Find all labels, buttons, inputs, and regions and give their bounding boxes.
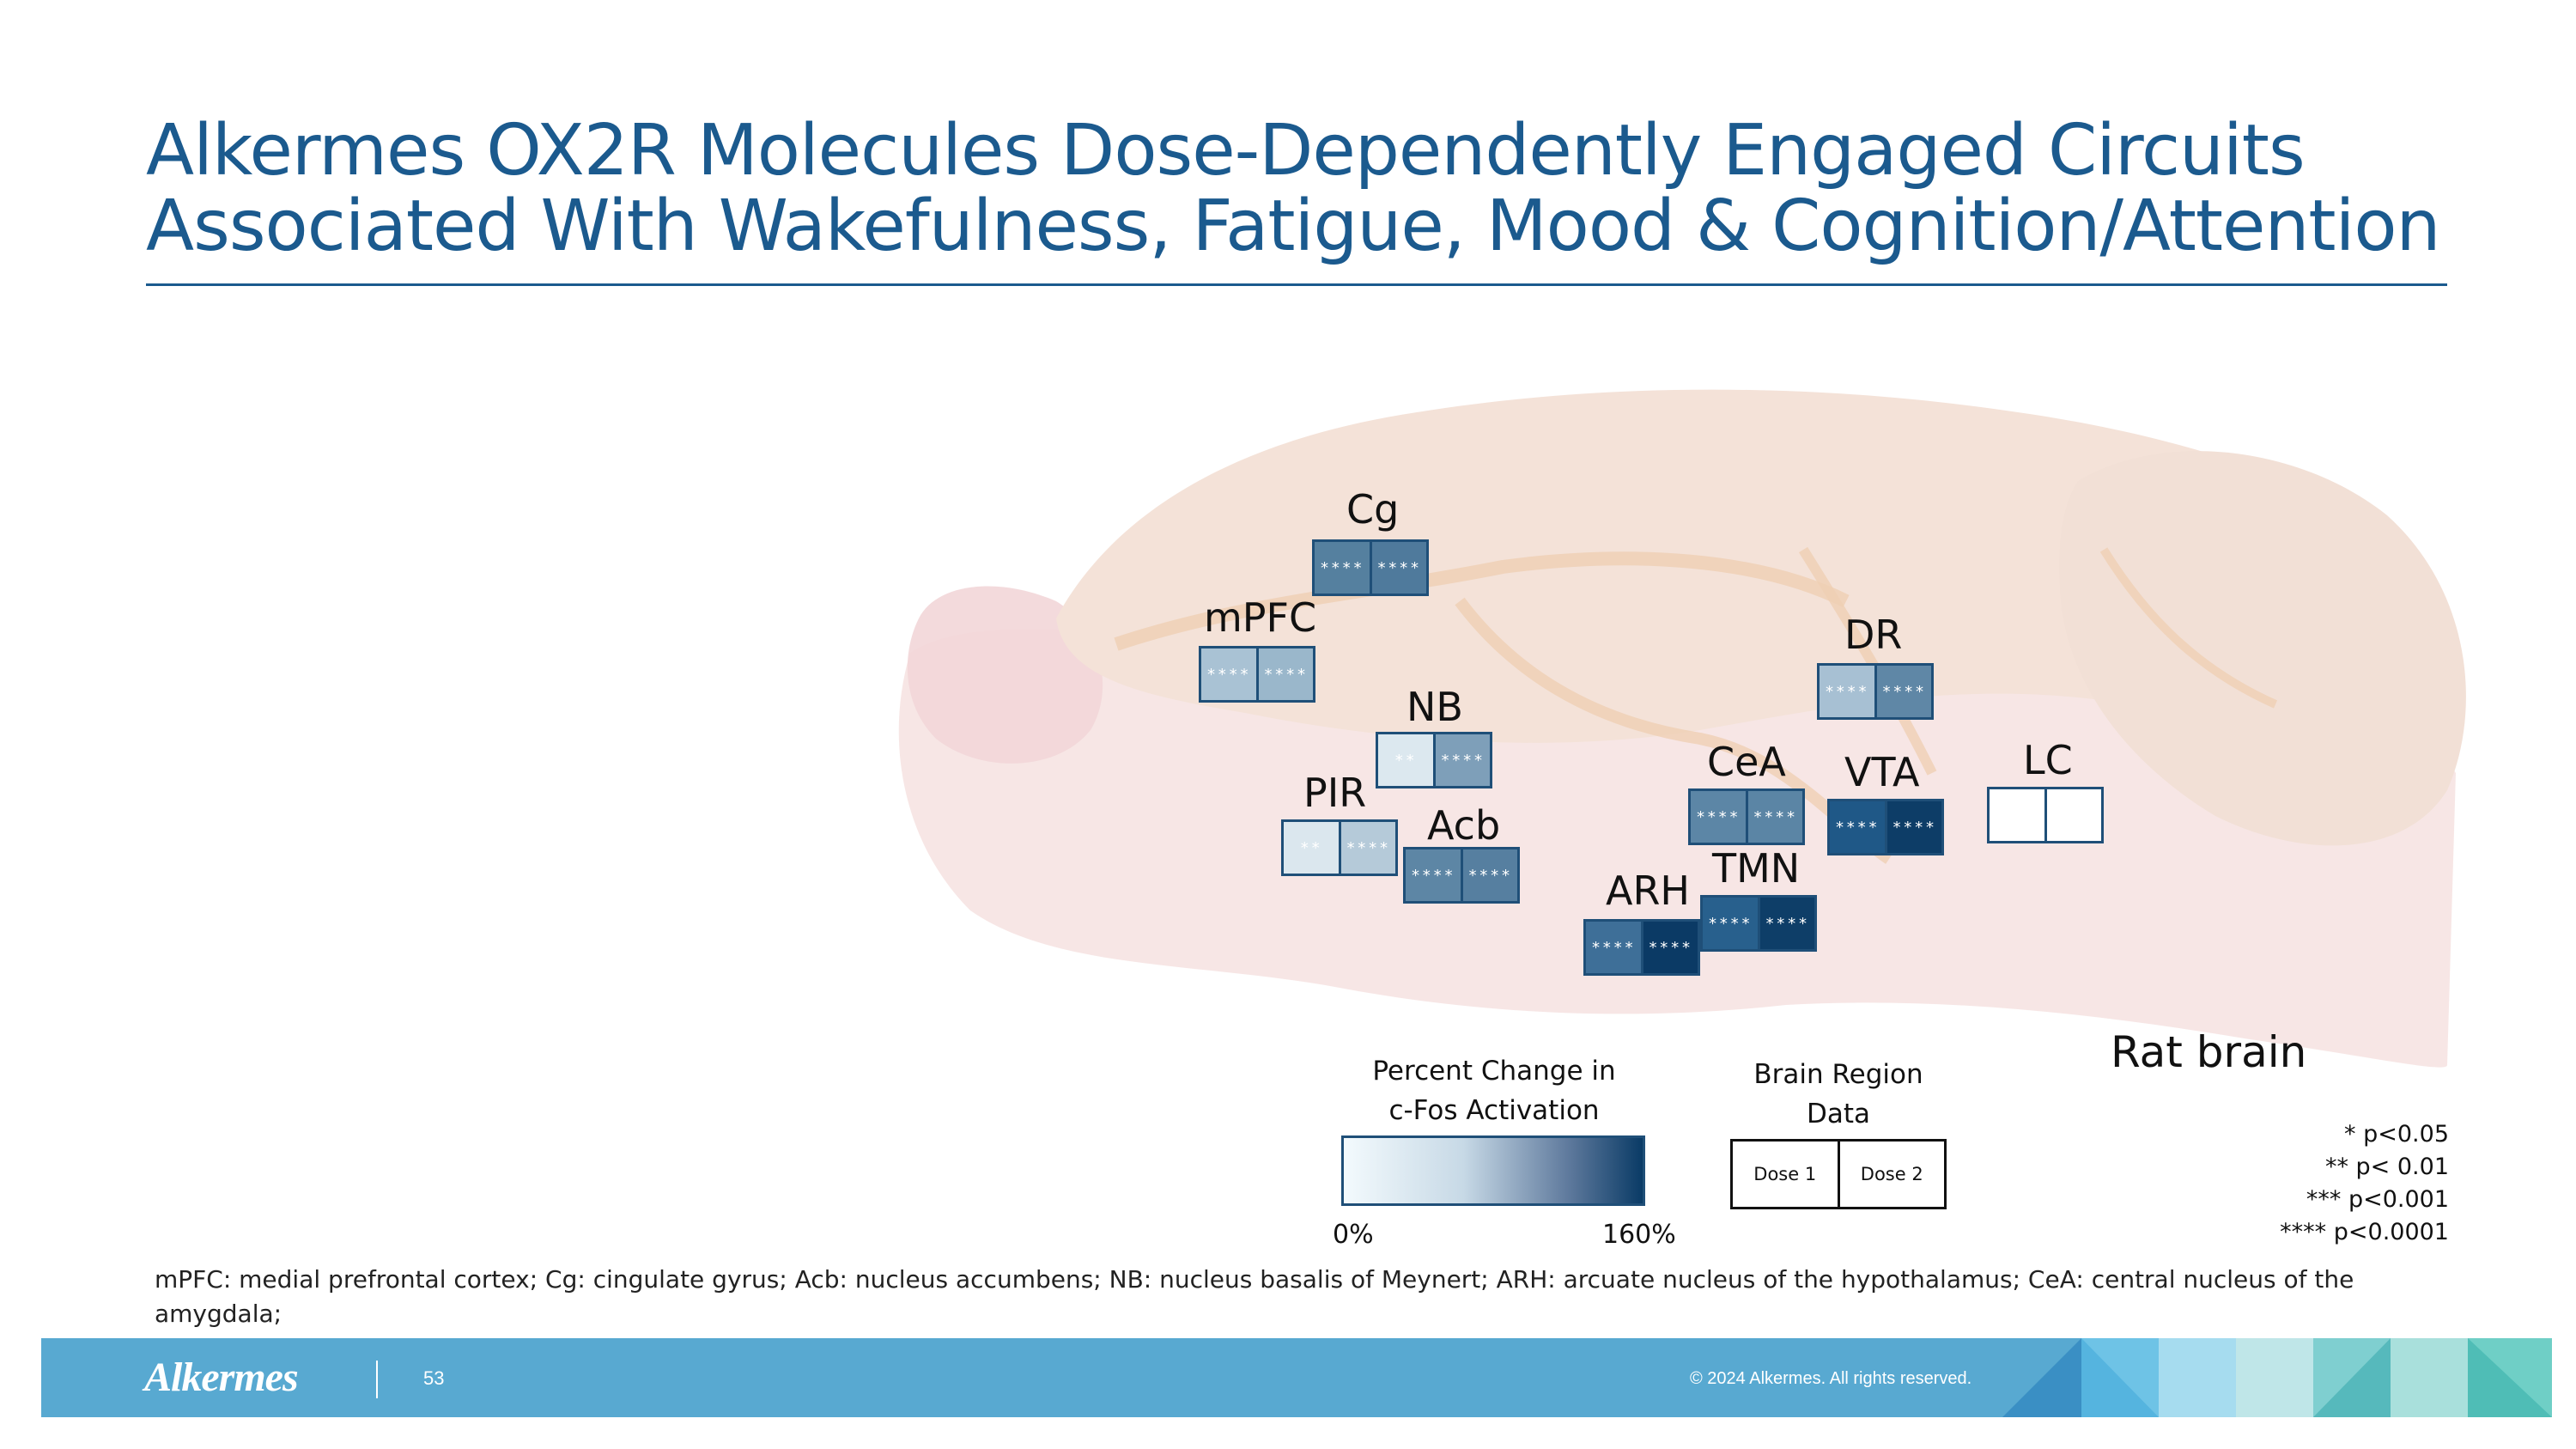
- lc-dose1-cell: [1990, 789, 2044, 841]
- significance-key: * p<0.05 ** p< 0.01 *** p<0.001 **** p<0…: [2280, 1118, 2449, 1249]
- vta-dose1-cell: ****: [1830, 801, 1885, 853]
- pir-dose1-cell: **: [1284, 822, 1339, 874]
- scale-min-label: 0%: [1333, 1220, 1374, 1250]
- sig-line-4: **** p<0.0001: [2280, 1219, 2449, 1245]
- region-box-arh: **** ****: [1583, 919, 1700, 976]
- nb-dose1-cell: **: [1378, 734, 1433, 786]
- lc-dose2-cell: [2044, 789, 2101, 841]
- rat-brain-label: Rat brain: [2111, 1027, 2307, 1077]
- dose-key-box: Dose 1 Dose 2: [1730, 1139, 1947, 1209]
- region-box-vta: **** ****: [1827, 799, 1944, 855]
- region-label-lc: LC: [2023, 737, 2073, 783]
- nb-dose2-cell: ****: [1432, 734, 1490, 786]
- title-underline: [146, 283, 2447, 286]
- region-label-nb: NB: [1406, 684, 1463, 730]
- cea-dose1-cell: ****: [1691, 791, 1746, 843]
- tmn-dose2-cell: ****: [1757, 898, 1814, 949]
- region-label-pir: PIR: [1303, 770, 1367, 816]
- scale-legend-title-line1: Percent Change in: [1372, 1056, 1616, 1087]
- region-label-tmn: TMN: [1712, 845, 1801, 892]
- region-label-cg: Cg: [1346, 486, 1400, 533]
- region-label-dr: DR: [1844, 612, 1903, 658]
- mpfc-dose2-cell: ****: [1255, 648, 1313, 700]
- pir-dose2-cell: ****: [1338, 822, 1395, 874]
- dose-legend-title-line2: Data: [1806, 1099, 1871, 1129]
- dr-dose1-cell: ****: [1820, 666, 1874, 717]
- sig-line-3: *** p<0.001: [2306, 1186, 2449, 1213]
- vessel-4: [2099, 547, 2278, 709]
- acb-dose2-cell: ****: [1460, 849, 1517, 901]
- cea-dose2-cell: ****: [1745, 791, 1802, 843]
- dose2-key: Dose 2: [1837, 1142, 1945, 1207]
- scale-max-label: 160%: [1602, 1220, 1676, 1250]
- region-box-tmn: **** ****: [1700, 895, 1817, 952]
- dose-legend-title-line1: Brain Region: [1753, 1059, 1923, 1090]
- arh-dose1-cell: ****: [1586, 922, 1641, 973]
- slide-title-line1: Alkermes OX2R Molecules Dose-Dependently…: [146, 110, 2306, 192]
- sig-line-1: * p<0.05: [2344, 1121, 2449, 1148]
- color-scale-bar: [1341, 1135, 1645, 1206]
- cg-dose1-cell: ****: [1315, 542, 1370, 594]
- region-label-arh: ARH: [1606, 868, 1691, 914]
- slide-title: Alkermes OX2R Molecules Dose-Dependently…: [146, 113, 2533, 265]
- region-box-cg: **** ****: [1312, 539, 1429, 596]
- alkermes-logo: Alkermes: [144, 1355, 299, 1400]
- region-box-cea: **** ****: [1688, 788, 1805, 845]
- scale-legend-title: Percent Change in c-Fos Activation: [1340, 1051, 1649, 1130]
- region-box-acb: **** ****: [1403, 847, 1520, 904]
- cerebellum: [2059, 451, 2466, 846]
- sig-line-2: ** p< 0.01: [2324, 1154, 2449, 1180]
- footer-bar: Alkermes 53 © 2024 Alkermes. All rights …: [41, 1338, 2552, 1417]
- footnote-line1: mPFC: medial prefrontal cortex; Cg: cing…: [155, 1265, 2354, 1328]
- region-label-cea: CeA: [1707, 739, 1786, 785]
- tmn-dose1-cell: ****: [1703, 898, 1758, 949]
- region-label-mpfc: mPFC: [1204, 594, 1317, 641]
- footer-divider: [376, 1361, 378, 1398]
- acb-dose1-cell: ****: [1406, 849, 1461, 901]
- dose-legend-title: Brain Region Data: [1717, 1055, 1959, 1134]
- olfactory-bulb: [907, 586, 1103, 764]
- region-box-pir: ** ****: [1281, 819, 1398, 876]
- footer-decoration: [2002, 1338, 2552, 1417]
- copyright-text: © 2024 Alkermes. All rights reserved.: [1690, 1369, 1972, 1388]
- scale-legend-title-line2: c-Fos Activation: [1388, 1095, 1600, 1126]
- arh-dose2-cell: ****: [1640, 922, 1698, 973]
- region-label-vta: VTA: [1844, 749, 1920, 795]
- vessel-1: [1114, 551, 1850, 651]
- dose1-key: Dose 1: [1753, 1164, 1817, 1184]
- region-box-lc: [1987, 787, 2104, 843]
- page-number: 53: [423, 1367, 445, 1389]
- region-label-acb: Acb: [1427, 802, 1501, 849]
- vta-dose2-cell: ****: [1884, 801, 1941, 853]
- region-box-dr: **** ****: [1817, 663, 1934, 720]
- slide-title-line2: Associated With Wakefulness, Fatigue, Mo…: [146, 186, 2441, 267]
- mpfc-dose1-cell: ****: [1201, 648, 1256, 700]
- cg-dose2-cell: ****: [1369, 542, 1426, 594]
- region-box-nb: ** ****: [1376, 732, 1492, 788]
- region-box-mpfc: **** ****: [1199, 646, 1315, 703]
- vessel-3: [1798, 546, 1937, 776]
- dr-dose2-cell: ****: [1874, 666, 1931, 717]
